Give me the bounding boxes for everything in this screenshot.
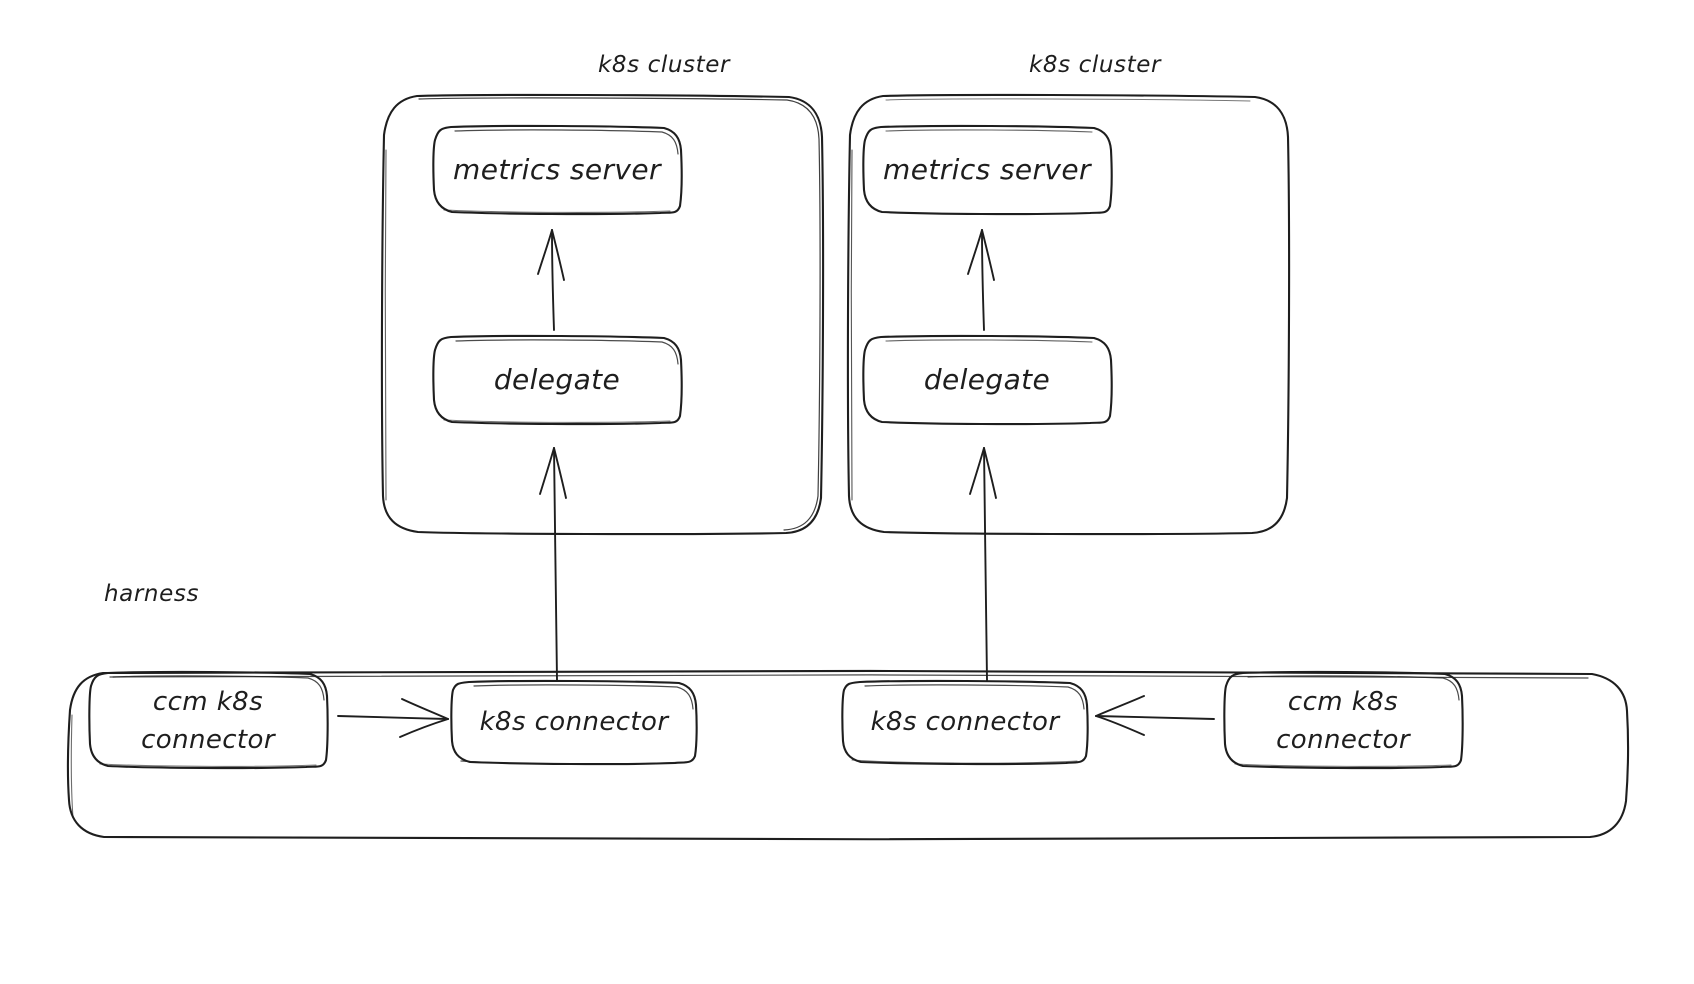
edge-delegate-to-metrics-left bbox=[537, 229, 565, 331]
ccm-k8s-connector-right-box bbox=[1223, 670, 1464, 770]
k8s-connector-right-box bbox=[841, 679, 1089, 766]
metrics-server-left[interactable] bbox=[434, 126, 680, 214]
delegate-left-box bbox=[432, 334, 683, 426]
delegate-right-box bbox=[862, 334, 1113, 426]
k8s-connector-right[interactable] bbox=[843, 681, 1087, 765]
k8s-connector-left-box bbox=[450, 679, 698, 766]
metrics-server-left-box bbox=[432, 124, 683, 216]
ccm-k8s-connector-right[interactable] bbox=[1225, 672, 1461, 772]
ccm-k8s-connector-left[interactable] bbox=[90, 672, 326, 772]
edge-connector-to-delegate-right bbox=[969, 447, 997, 681]
k8s-cluster-right-outline bbox=[846, 93, 1291, 536]
metrics-server-right[interactable] bbox=[864, 126, 1110, 214]
k8s-cluster-right-caption: k8s cluster bbox=[1029, 52, 1162, 78]
edge-ccm-to-connector-left bbox=[337, 698, 449, 738]
k8s-cluster-left-caption: k8s cluster bbox=[598, 52, 731, 78]
edge-ccm-to-connector-right bbox=[1095, 695, 1215, 736]
delegate-left[interactable] bbox=[434, 336, 680, 424]
edge-delegate-to-metrics-right bbox=[967, 229, 995, 331]
edge-connector-to-delegate-left bbox=[539, 447, 567, 681]
delegate-right[interactable] bbox=[864, 336, 1110, 424]
ccm-k8s-connector-left-box bbox=[88, 670, 329, 770]
k8s-connector-left[interactable] bbox=[452, 681, 696, 765]
harness-caption: harness bbox=[104, 581, 200, 607]
k8s-cluster-left-outline bbox=[380, 93, 825, 536]
metrics-server-right-box bbox=[862, 124, 1113, 216]
